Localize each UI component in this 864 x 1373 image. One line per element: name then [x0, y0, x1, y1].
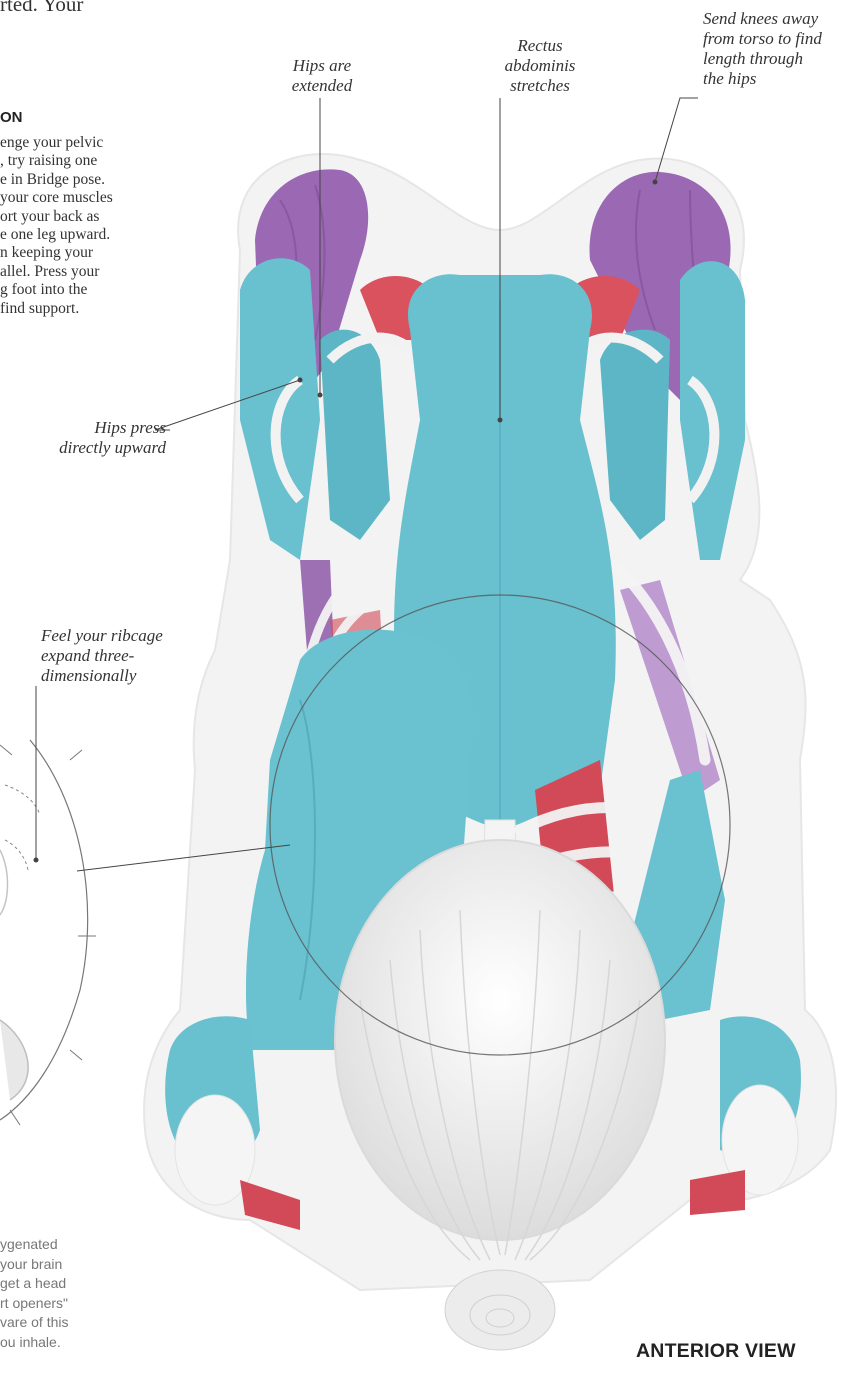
variation-heading: ON [0, 109, 23, 126]
label-hips-press: Hips press directly upward [0, 418, 166, 458]
label-send-knees-away: Send knees away from torso to find lengt… [703, 9, 863, 89]
variation-line: , try raising one [0, 152, 175, 170]
footnote-line: ou inhale. [0, 1333, 68, 1353]
view-label: ANTERIOR VIEW [636, 1340, 796, 1363]
label-rectus-abdominis: Rectus abdominis stretches [490, 36, 590, 96]
label-ribcage-expand: Feel your ribcage expand three- dimensio… [41, 626, 201, 686]
variation-line: n keeping your [0, 244, 175, 262]
variation-line: e in Bridge pose. [0, 171, 175, 189]
intro-text-fragment: rted. Your [0, 0, 83, 17]
label-hips-extended: Hips are extended [262, 56, 382, 96]
footnote-line: ygenated [0, 1235, 68, 1255]
variation-line: g foot into the [0, 281, 175, 299]
variation-line: ort your back as [0, 208, 175, 226]
footnote-line: vare of this [0, 1313, 68, 1333]
variation-line: find support. [0, 300, 175, 318]
variation-line: your core muscles [0, 189, 175, 207]
footnote-text: ygenated your brain get a head rt opener… [0, 1235, 68, 1352]
footnote-line: get a head [0, 1274, 68, 1294]
variation-line: e one leg upward. [0, 226, 175, 244]
variation-body: enge your pelvic , try raising one e in … [0, 134, 175, 318]
variation-line: allel. Press your [0, 263, 175, 281]
variation-line: enge your pelvic [0, 134, 175, 152]
footnote-line: your brain [0, 1255, 68, 1275]
footnote-line: rt openers" [0, 1294, 68, 1314]
